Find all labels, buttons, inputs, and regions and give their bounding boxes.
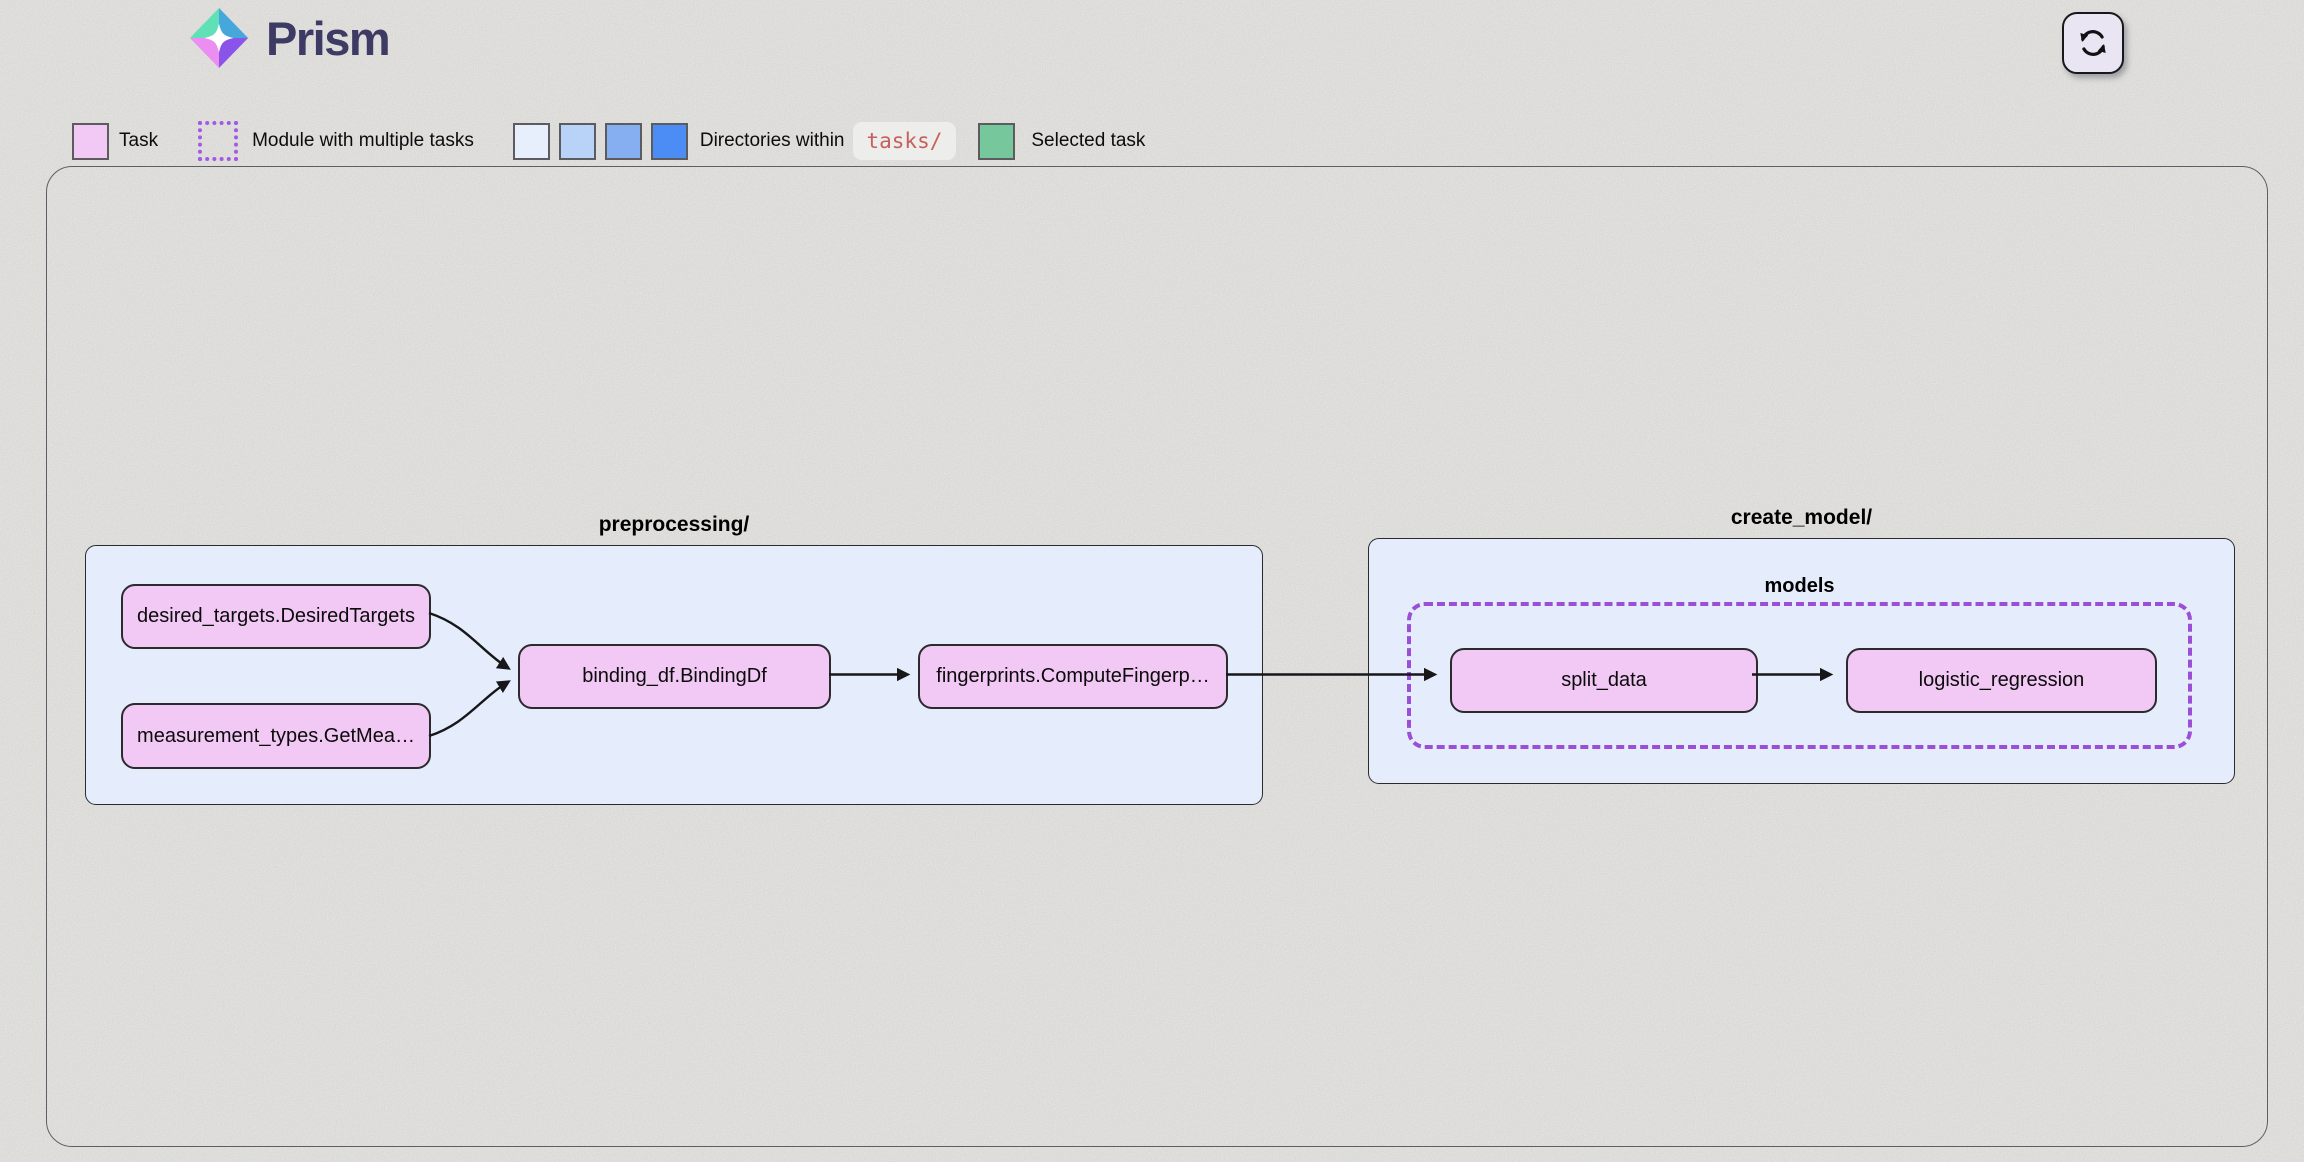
node-measurement-types-label: measurement_types.GetMea… (137, 724, 415, 747)
legend-selected-label: Selected task (1031, 130, 1146, 151)
node-fingerprints[interactable]: fingerprints.ComputeFingerp… (918, 644, 1228, 709)
legend: Task Module with multiple tasks Director… (72, 118, 1145, 164)
app-name: Prism (266, 11, 391, 65)
diagram-canvas[interactable]: preprocessing/ desired_targets.DesiredTa… (46, 166, 2268, 1147)
legend-module-label: Module with multiple tasks (252, 130, 474, 151)
legend-directories-label: Directories within (699, 130, 845, 151)
legend-directory-swatch-4 (650, 122, 688, 160)
node-logistic-regression[interactable]: logistic_regression (1846, 648, 2157, 713)
node-desired-targets[interactable]: desired_targets.DesiredTargets (121, 584, 431, 649)
node-split-data-label: split_data (1561, 669, 1647, 691)
legend-tasks-path-chip: tasks/ (852, 122, 957, 160)
legend-directory-swatch-3 (604, 122, 642, 160)
node-binding-df[interactable]: binding_df.BindingDf (518, 644, 831, 709)
legend-task-swatch (72, 122, 109, 160)
node-fingerprints-label: fingerprints.ComputeFingerp… (936, 665, 1210, 687)
node-binding-df-label: binding_df.BindingDf (582, 665, 767, 687)
node-logistic-regression-label: logistic_regression (1918, 669, 2085, 691)
refresh-icon (2080, 30, 2106, 56)
legend-task-label: Task (119, 130, 159, 151)
legend-module-swatch (198, 121, 239, 161)
group-create-model-title: create_model/ (1730, 506, 1873, 529)
legend-directory-swatch-1 (512, 122, 550, 160)
group-preprocessing: preprocessing/ desired_targets.DesiredTa… (85, 513, 1263, 805)
legend-directory-swatch-2 (558, 122, 596, 160)
node-desired-targets-label: desired_targets.DesiredTargets (137, 605, 415, 627)
group-preprocessing-title: preprocessing/ (598, 513, 750, 536)
legend-selected-swatch (978, 122, 1016, 160)
app-logo: Prism (188, 6, 391, 70)
refresh-button[interactable] (2062, 12, 2124, 74)
node-split-data[interactable]: split_data (1450, 648, 1758, 713)
module-models-label: models (1764, 575, 1835, 597)
module-models[interactable]: models split_data logistic_regression (1407, 575, 2192, 749)
group-create-model: create_model/ models split_data logistic… (1368, 506, 2235, 784)
prism-diamond-icon (189, 7, 249, 69)
node-measurement-types[interactable]: measurement_types.GetMea… (121, 703, 431, 769)
